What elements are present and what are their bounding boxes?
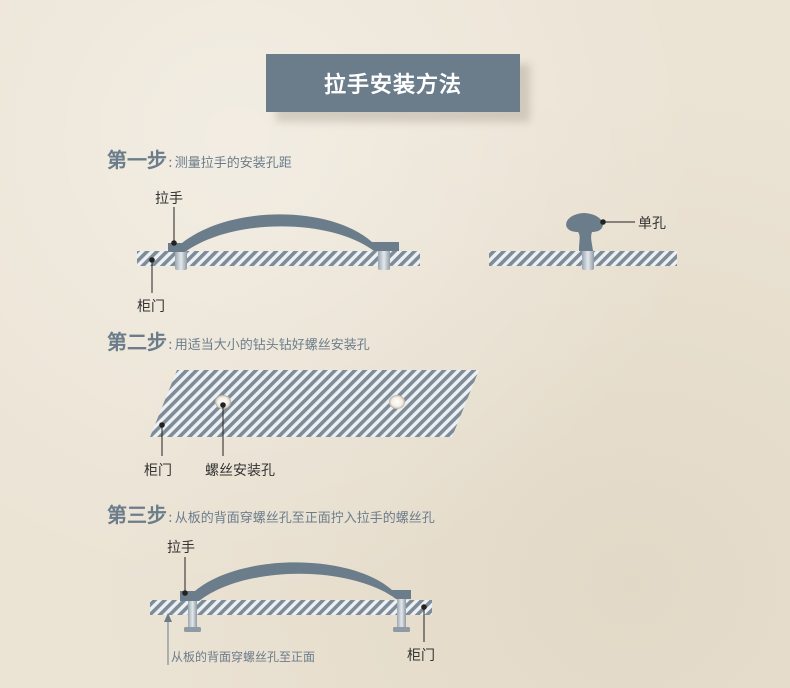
step-2-label: 第二步 <box>107 330 167 354</box>
step-2-door-board <box>150 370 479 437</box>
title-banner: 拉手安装方法 <box>266 54 530 122</box>
step-3-mount-diagram <box>150 557 432 665</box>
step-3-right-screw-head <box>393 627 410 632</box>
step-3-right-screw-shank <box>397 598 406 628</box>
step-3-desc: 从板的背面穿螺丝孔至正面拧入拉手的螺丝孔 <box>174 511 435 526</box>
step-1-knob-screw <box>582 250 594 270</box>
step-3-colon: : <box>168 510 173 526</box>
step-2-door-label: 柜门 <box>144 463 172 479</box>
step-1-handle-label: 拉手 <box>155 191 183 207</box>
step-2-colon: : <box>168 337 173 353</box>
step-2-heading: 第二步 : 用适当大小的钻头钻好螺丝安装孔 <box>107 326 370 355</box>
step-3-left-screw-shank <box>188 598 197 628</box>
step-1-handle-shape <box>168 214 399 252</box>
step-1-door-board <box>137 251 420 266</box>
step-1-left-screw <box>175 250 187 270</box>
step-3-handle-shape <box>180 562 411 601</box>
step-3-from-back-label: 从板的背面穿螺丝孔至正面 <box>171 650 316 664</box>
step-3-door-board <box>150 600 432 615</box>
step-1-bar-handle-diagram <box>137 207 420 293</box>
page-title: 拉手安装方法 <box>266 54 520 112</box>
step-1-single-hole-label: 单孔 <box>638 216 666 232</box>
step-3-back-arrow-head <box>164 613 172 622</box>
step-2-hole-left <box>215 395 231 409</box>
step-1-label: 第一步 <box>107 148 167 172</box>
step-1-right-screw <box>378 250 390 270</box>
step-1-colon: : <box>168 155 173 171</box>
step-2-hole-right <box>389 395 405 409</box>
step-3-handle-label: 拉手 <box>167 540 195 556</box>
step-3-door-label: 柜门 <box>407 648 435 664</box>
step-3-left-screw-head <box>184 627 201 632</box>
step-3-heading: 第三步 : 从板的背面穿螺丝孔至正面拧入拉手的螺丝孔 <box>107 499 435 528</box>
step-3-label: 第三步 <box>107 503 167 527</box>
step-2-desc: 用适当大小的钻头钻好螺丝安装孔 <box>174 338 370 353</box>
step-1-door-label: 柜门 <box>137 299 165 315</box>
step-1-knob-shape <box>566 213 603 251</box>
step-1-desc: 测量拉手的安装孔距 <box>174 156 292 171</box>
step-2-drill-diagram <box>150 370 479 456</box>
step-1-knob-diagram <box>489 213 677 270</box>
step-2-screw-hole-label: 螺丝安装孔 <box>205 463 275 479</box>
step-1-heading: 第一步 : 测量拉手的安装孔距 <box>107 144 292 173</box>
